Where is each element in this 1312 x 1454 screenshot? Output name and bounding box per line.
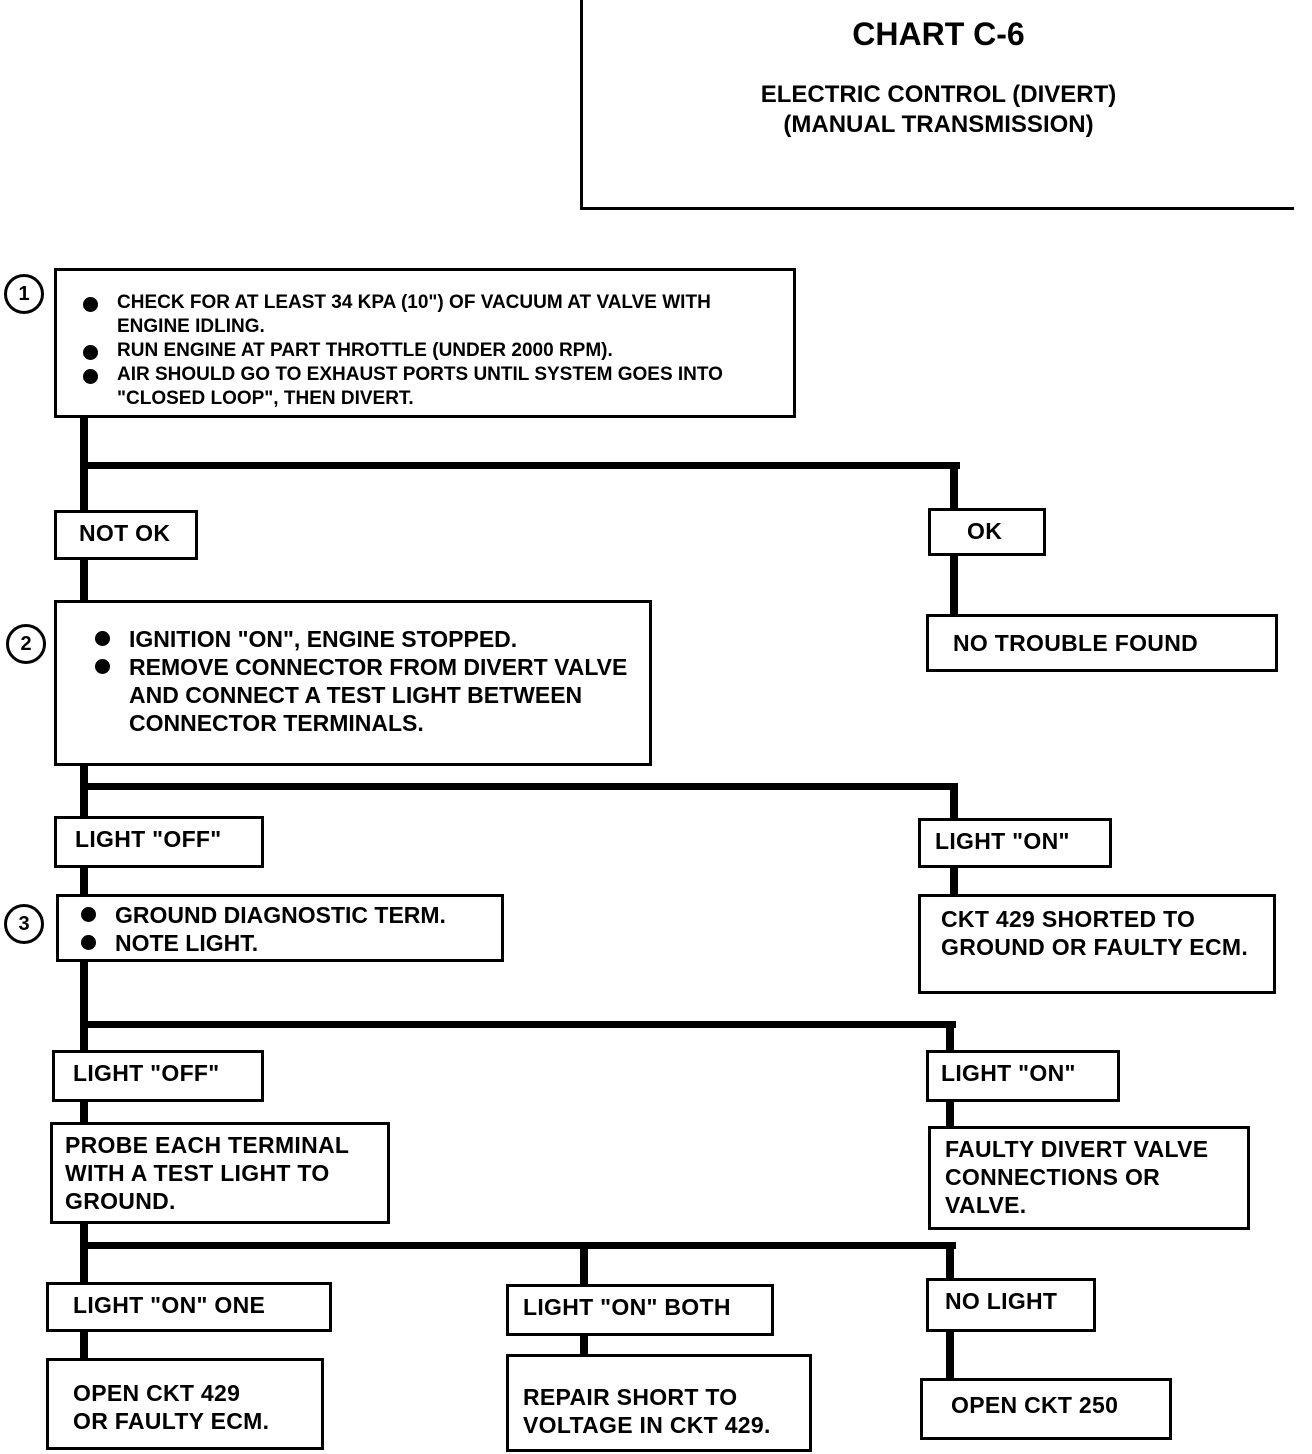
step-1-bullet: CHECK FOR AT LEAST 34 KPA (10") OF VACUU… — [83, 291, 783, 339]
result-open-ckt-250: OPEN CKT 250 — [920, 1378, 1172, 1440]
connector-line — [580, 1334, 588, 1358]
result-faulty-divert-valve: FAULTY DIVERT VALVE CONNECTIONS OR VALVE… — [928, 1126, 1250, 1230]
step-number-3: 3 — [4, 904, 44, 944]
connector-line — [950, 554, 958, 616]
branch-light-off: LIGHT "OFF" — [54, 816, 264, 868]
connector-line — [80, 1220, 88, 1284]
branch-not-ok: NOT OK — [54, 510, 198, 560]
connector-line — [80, 1021, 956, 1028]
step-2-box: IGNITION "ON", ENGINE STOPPED. REMOVE CO… — [54, 600, 652, 766]
connector-line — [950, 865, 958, 897]
result-probe-each-terminal: PROBE EACH TERMINAL WITH A TEST LIGHT TO… — [50, 1122, 390, 1224]
result-ckt-429-shorted: CKT 429 SHORTED TO GROUND OR FAULTY ECM. — [918, 894, 1276, 994]
branch-light-off-2: LIGHT "OFF" — [52, 1050, 264, 1102]
result-open-ckt-429: OPEN CKT 429 OR FAULTY ECM. — [46, 1358, 324, 1450]
step-number-2: 2 — [6, 624, 46, 664]
branch-no-light: NO LIGHT — [926, 1278, 1096, 1332]
step-1-bullet: RUN ENGINE AT PART THROTTLE (UNDER 2000 … — [83, 339, 783, 363]
step-2-bullet: REMOVE CONNECTOR FROM DIVERT VALVE AND C… — [95, 653, 639, 737]
step-number-1: 1 — [4, 274, 44, 314]
step-3-bullet: GROUND DIAGNOSTIC TERM. — [81, 901, 491, 929]
branch-light-on-both: LIGHT "ON" BOTH — [506, 1284, 774, 1336]
chart-subtitle-1: ELECTRIC CONTROL (DIVERT) — [760, 81, 1117, 108]
connector-line — [80, 462, 960, 469]
chart-subtitle-2: (MANUAL TRANSMISSION) — [783, 111, 1094, 138]
connector-line — [946, 1242, 954, 1280]
connector-line — [80, 1100, 88, 1126]
connector-line — [80, 558, 88, 604]
connector-line — [80, 1328, 88, 1362]
result-repair-short: REPAIR SHORT TO VOLTAGE IN CKT 429. — [506, 1354, 812, 1452]
connector-line — [80, 958, 88, 1052]
connector-line — [950, 462, 958, 510]
chart-title: CHART C-6 — [852, 16, 1025, 52]
step-1-box: CHECK FOR AT LEAST 34 KPA (10") OF VACUU… — [54, 268, 796, 418]
connector-line — [80, 866, 88, 896]
step-3-bullet: NOTE LIGHT. — [81, 929, 491, 957]
result-no-trouble-found: NO TROUBLE FOUND — [926, 614, 1278, 672]
connector-line — [80, 1242, 956, 1249]
connector-line — [950, 783, 958, 819]
connector-line — [80, 783, 958, 790]
branch-light-on-2: LIGHT "ON" — [926, 1050, 1120, 1102]
connector-line — [80, 764, 88, 818]
connector-line — [946, 1098, 954, 1130]
branch-light-on-one: LIGHT "ON" ONE — [46, 1282, 332, 1332]
branch-light-on: LIGHT "ON" — [918, 818, 1112, 868]
connector-line — [946, 1330, 954, 1382]
connector-line — [946, 1021, 954, 1051]
step-1-bullet: AIR SHOULD GO TO EXHAUST PORTS UNTIL SYS… — [83, 363, 783, 411]
branch-ok: OK — [928, 508, 1046, 556]
chart-header: CHART C-6 ELECTRIC CONTROL (DIVERT) (MAN… — [580, 0, 1294, 210]
step-2-bullet: IGNITION "ON", ENGINE STOPPED. — [95, 625, 639, 653]
connector-line — [580, 1242, 588, 1286]
step-3-box: GROUND DIAGNOSTIC TERM. NOTE LIGHT. — [56, 894, 504, 962]
